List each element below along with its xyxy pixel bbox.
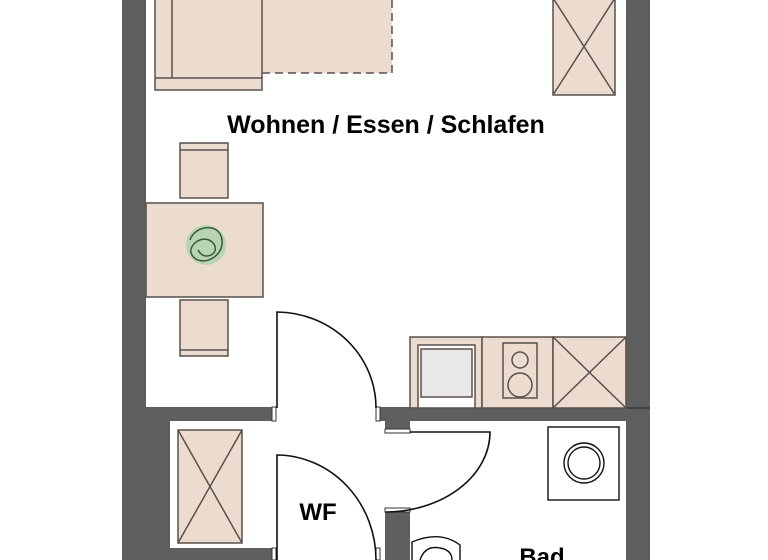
room-label-bath: Bad: [519, 544, 564, 560]
chair-top: [179, 142, 229, 199]
living-door[interactable]: [276, 311, 377, 409]
wardrobe-lower: [177, 429, 243, 544]
burner-large: [507, 372, 533, 398]
wc-bottom-wall: [170, 548, 274, 560]
right-outer-wall: [626, 0, 650, 560]
kitchen-counter: [409, 336, 627, 409]
wardrobe-top: [552, 0, 616, 96]
partition-wall-left: [146, 407, 276, 421]
toilet: [411, 536, 461, 560]
burner-small: [511, 351, 529, 369]
left-lower-wall: [146, 421, 170, 560]
room-label-wc: WF: [299, 499, 336, 526]
plant-icon: [186, 225, 226, 265]
room-label-living: Wohnen / Essen / Schlafen: [227, 111, 545, 139]
partition-wall-right: [376, 407, 626, 421]
washing-machine: [547, 426, 620, 501]
bath-door[interactable]: [385, 431, 491, 513]
chair-bottom: [179, 299, 229, 357]
left-outer-wall: [122, 0, 146, 560]
wc-door[interactable]: [276, 454, 377, 560]
wc-bath-wall: [385, 512, 410, 560]
walls: [122, 0, 650, 560]
bath-door-stub: [385, 421, 410, 431]
sofa: [154, 0, 263, 91]
